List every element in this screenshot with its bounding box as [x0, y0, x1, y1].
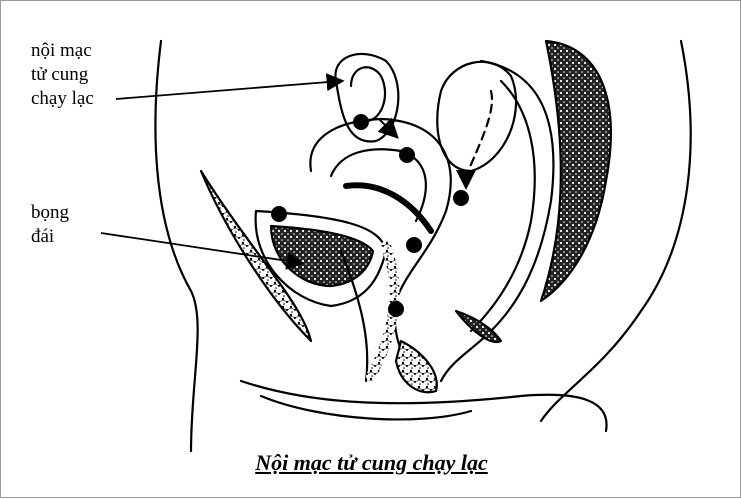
- lesion-dot-icon: [406, 237, 422, 253]
- label-line: bọng: [31, 201, 69, 225]
- tube-right: [441, 61, 553, 381]
- rectum: [396, 341, 437, 392]
- label-line: nội mạc: [31, 39, 94, 63]
- label-line: đái: [31, 225, 69, 249]
- lesion-dot-icon: [271, 206, 287, 222]
- bladder-inner: [271, 226, 373, 286]
- perineum-line: [261, 396, 471, 419]
- figure-caption: Nội mạc tử cung chạy lạc: [1, 450, 741, 476]
- label-line: tử cung: [31, 63, 94, 87]
- cervix-canal: [346, 185, 431, 231]
- lesion-dot-icon: [399, 147, 415, 163]
- sacrum: [541, 41, 611, 301]
- ovary-left-inner: [351, 67, 385, 121]
- arrow-endometrium: [116, 81, 341, 99]
- lesion-dot-icon: [453, 190, 469, 206]
- lesion-dot-icon: [388, 301, 404, 317]
- label-endometriosis: nội mạc tử cung chạy lạc: [31, 39, 94, 111]
- tube-right-inner: [471, 81, 535, 331]
- label-line: chạy lạc: [31, 87, 94, 111]
- label-bladder: bọng đái: [31, 201, 69, 249]
- ovary-right: [437, 62, 516, 171]
- lesion-dot-icon: [353, 114, 369, 130]
